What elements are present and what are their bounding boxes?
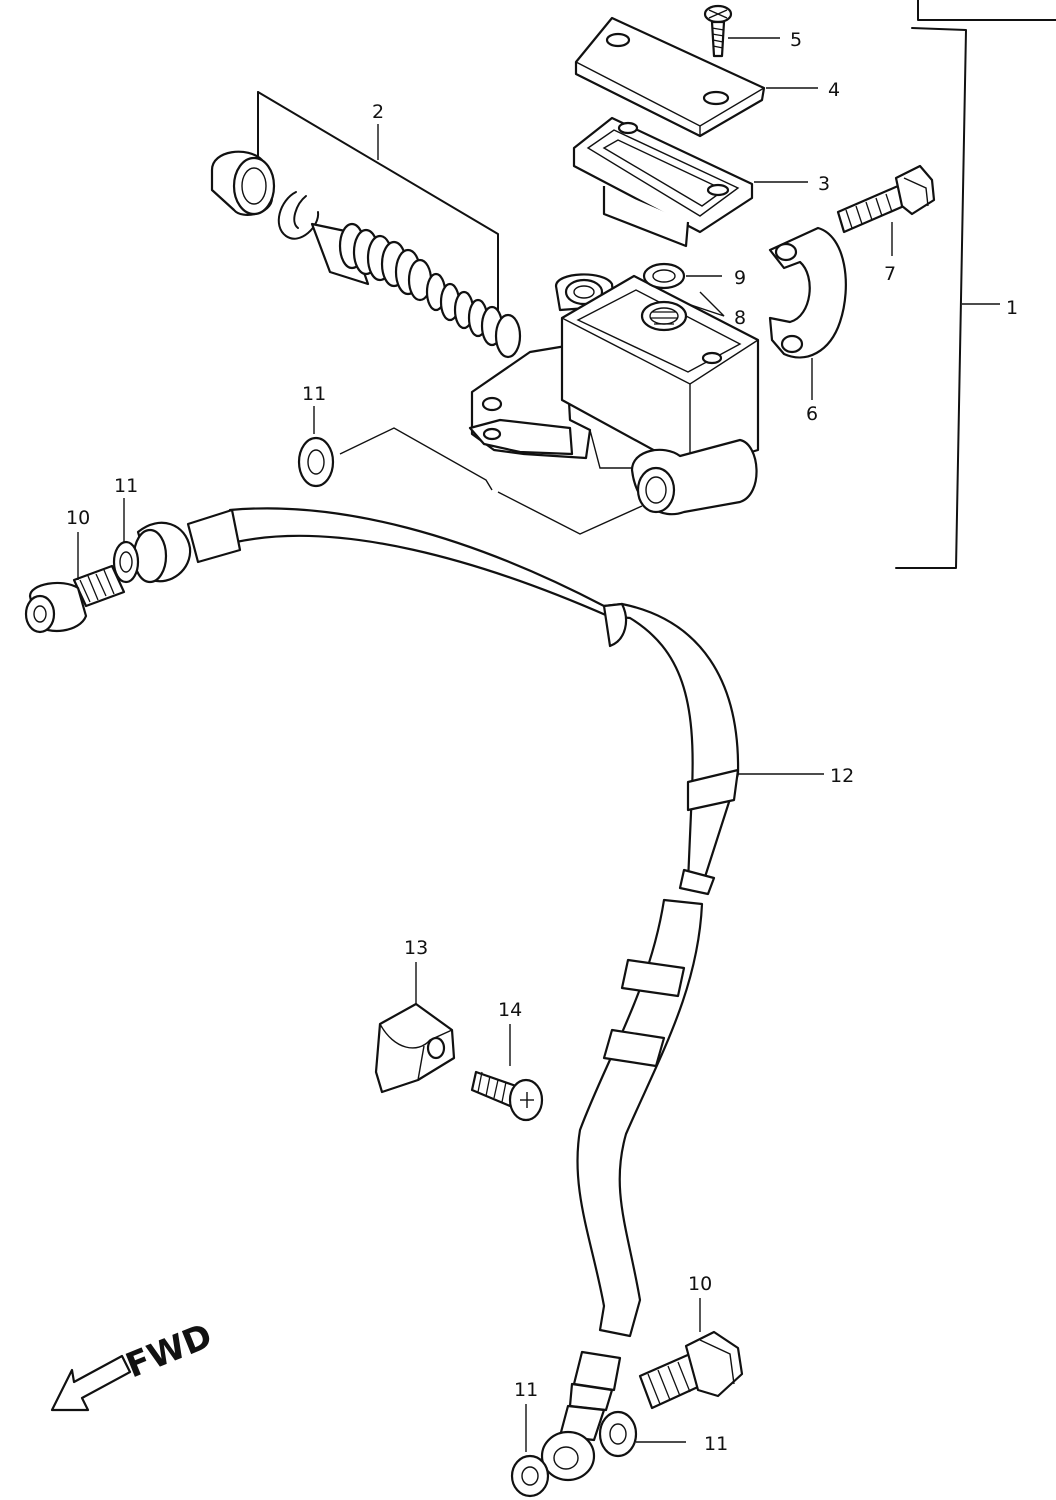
- master-cylinder-body: [468, 273, 760, 516]
- fwd-label: FWD: [120, 1316, 217, 1386]
- union-bolt-part-10-lower: [638, 1330, 744, 1410]
- callout-11-lower-left: 11: [514, 1379, 538, 1401]
- callout-1: 1: [1006, 297, 1018, 319]
- callout-9: 9: [734, 267, 746, 289]
- banjo-fitting-upper: [132, 508, 242, 584]
- callout-5: 5: [790, 29, 802, 51]
- clamp-part-6: [768, 226, 847, 359]
- callout-14: 14: [498, 999, 522, 1021]
- callout-7: 7: [884, 263, 896, 285]
- cap-part-4: [574, 16, 766, 138]
- callout-8: 8: [734, 307, 746, 329]
- washer-part-11-lower-right: [598, 1410, 638, 1458]
- callout-4: 4: [828, 79, 840, 101]
- bolt-part-7: [836, 164, 936, 234]
- brake-hose-part-12: [228, 507, 740, 1412]
- assembly-bracket: [895, 27, 967, 569]
- washer-part-11-lower-left: [510, 1454, 550, 1498]
- callout-11-lower-right: 11: [704, 1433, 728, 1455]
- ring-part-9: [642, 262, 686, 290]
- callout-11-left: 11: [114, 475, 138, 497]
- callout-13: 13: [404, 937, 428, 959]
- washer-part-11-upper: [297, 436, 335, 488]
- callout-10-upper: 10: [66, 507, 90, 529]
- screw-part-5: [703, 4, 733, 58]
- washer-part-11-left: [112, 540, 140, 584]
- forward-arrow-icon: [50, 1354, 132, 1412]
- callout-12: 12: [830, 765, 854, 787]
- hose-clamp-part-13: [374, 1002, 456, 1094]
- corner-frame: [917, 0, 1056, 21]
- union-bolt-part-10-upper: [24, 564, 126, 634]
- piston-kit-part-2: [210, 91, 522, 359]
- diaphragm-part-3: [572, 116, 754, 248]
- screw-part-14: [470, 1070, 544, 1122]
- callout-3: 3: [818, 173, 830, 195]
- callout-2: 2: [372, 101, 384, 123]
- banjo-fitting-lower: [540, 1404, 606, 1482]
- callout-10-lower: 10: [688, 1273, 712, 1295]
- plate-part-8: [640, 300, 688, 332]
- callout-11-upper: 11: [302, 383, 326, 405]
- callout-6: 6: [806, 403, 818, 425]
- forward-direction-indicator: FWD: [50, 1316, 218, 1412]
